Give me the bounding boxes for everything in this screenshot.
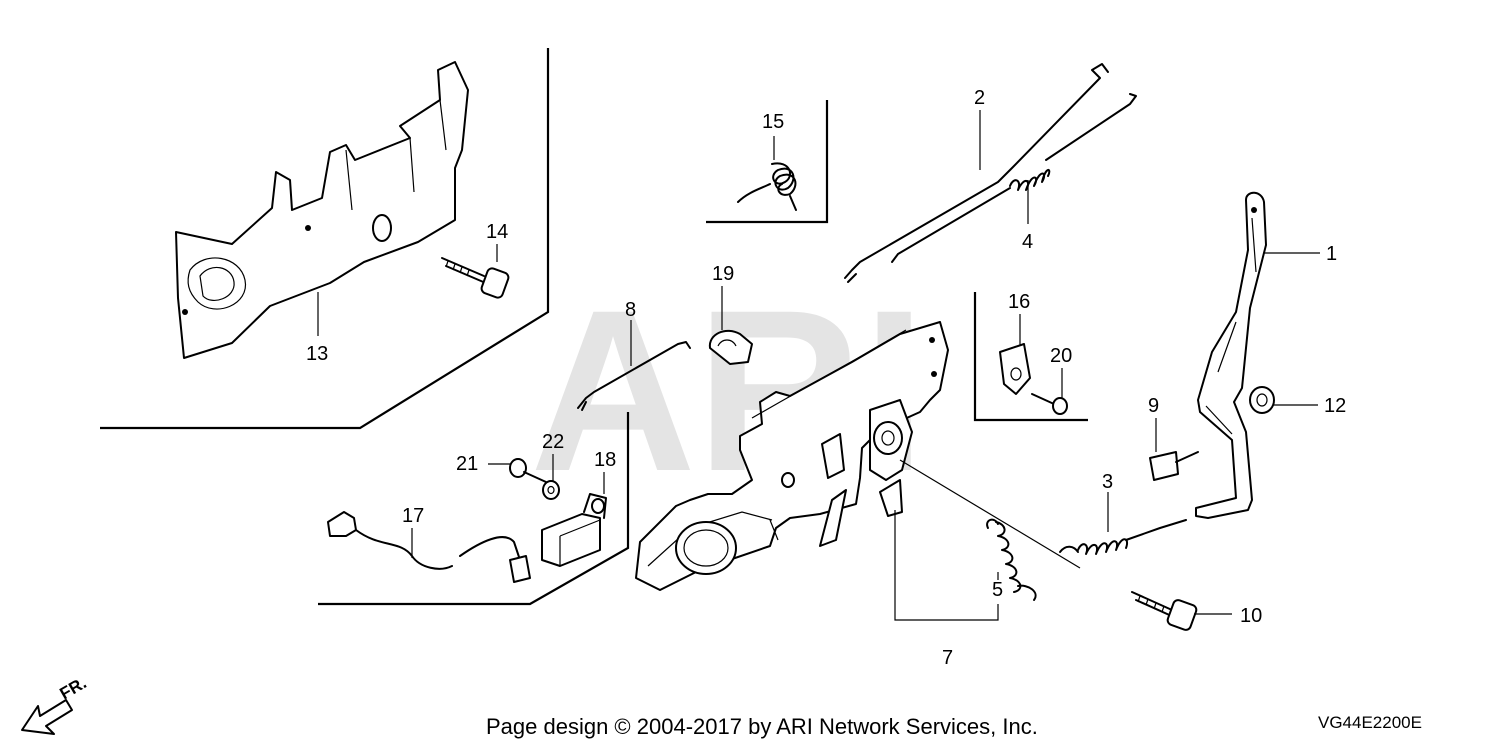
part-9-clip[interactable]: [1149, 451, 1199, 481]
callout-7: 7: [942, 647, 953, 669]
callout-9: 9: [1148, 395, 1159, 417]
callout-4: 4: [1022, 231, 1033, 253]
part-3-spring[interactable]: [1059, 519, 1187, 555]
callout-20: 20: [1050, 345, 1072, 367]
part-5-spring[interactable]: [986, 518, 1037, 601]
callout-16: 16: [1008, 291, 1030, 313]
callout-3: 3: [1102, 471, 1113, 493]
part-19-clip[interactable]: [708, 329, 753, 365]
part-7-control-plate[interactable]: [635, 321, 949, 591]
callout-1: 1: [1326, 243, 1337, 265]
part-21-screw[interactable]: [509, 458, 547, 483]
leader-lines: [317, 110, 1320, 621]
callout-2: 2: [974, 87, 985, 109]
callout-5: 5: [992, 579, 1003, 601]
diagram-code: VG44E2200E: [1318, 713, 1422, 732]
callout-12: 12: [1324, 395, 1346, 417]
part-4-rod-spring[interactable]: [891, 93, 1137, 263]
callout-13: 13: [306, 343, 328, 365]
part-17-harness[interactable]: [327, 511, 531, 583]
front-direction-indicator: FR.: [21, 673, 90, 735]
part-15-spring[interactable]: [737, 162, 797, 211]
part-14-bolt[interactable]: [441, 257, 510, 299]
part-10-bolt[interactable]: [1131, 591, 1198, 631]
callouts: 1 2 3 4 5 7 8 9 10 12 13 14 15 16 17 18 …: [306, 87, 1346, 669]
callout-19: 19: [712, 263, 734, 285]
part-22-washer[interactable]: [542, 480, 560, 500]
part-18-switch[interactable]: [541, 493, 607, 567]
callout-21: 21: [456, 453, 478, 475]
callout-10: 10: [1240, 605, 1262, 627]
callout-22: 22: [542, 431, 564, 453]
part-8-rod[interactable]: [577, 341, 691, 411]
group-frame-13: [100, 48, 550, 430]
callout-14: 14: [486, 221, 508, 243]
part-2-rod[interactable]: [844, 63, 1109, 283]
callout-8: 8: [625, 299, 636, 321]
footer-copyright: Page design © 2004-2017 by ARI Network S…: [486, 714, 1038, 739]
front-label: FR.: [57, 673, 90, 703]
part-1-lever[interactable]: [1195, 191, 1267, 519]
group-frame-16: [973, 292, 1088, 422]
group-frame-15: [706, 100, 829, 224]
part-12-nut[interactable]: [1249, 386, 1275, 414]
callout-18: 18: [594, 449, 616, 471]
group-frame-17: [318, 412, 630, 606]
callout-17: 17: [402, 505, 424, 527]
part-20-screw[interactable]: [1031, 393, 1068, 415]
callout-15: 15: [762, 111, 784, 133]
front-arrow-icon: [21, 699, 73, 735]
part-16-bracket[interactable]: [999, 343, 1031, 395]
part-13-plate[interactable]: [175, 61, 469, 359]
